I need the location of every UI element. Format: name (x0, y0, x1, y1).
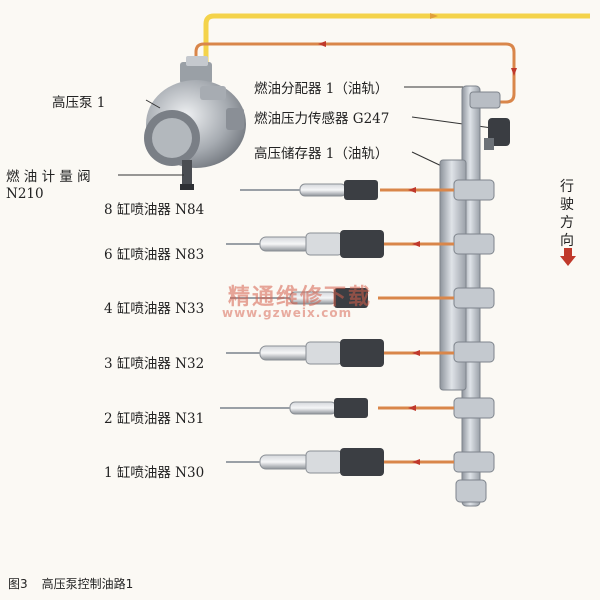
injector-3 (226, 339, 454, 367)
label-fuel-pressure-sensor: 燃油压力传感器 G247 (254, 111, 390, 127)
leader-line-pump (145, 99, 161, 109)
flow-arrow-icon (511, 68, 517, 76)
direction-char-4: 向 (560, 233, 574, 249)
label-accumulator: 高压储存器 1（油轨） (254, 146, 389, 162)
label-fuel-metering-valve: 燃 油 计 量 阀 (6, 169, 91, 185)
injector-4 (230, 288, 454, 308)
figure-title: 高压泵控制油路1 (41, 577, 134, 591)
label-injector-6: 6 缸喷油器 N83 (104, 247, 205, 263)
fuel-rail (439, 85, 501, 507)
injector-8 (240, 180, 454, 200)
driving-direction-arrow-icon (560, 248, 576, 266)
label-fuel-metering-valve-code: N210 (6, 186, 44, 202)
watermark-title: 精通维修下载 (228, 285, 373, 310)
label-driving-direction: 行 驶 方 向 (560, 178, 574, 250)
label-injector-1: 1 缸喷油器 N30 (104, 465, 205, 481)
low-pressure-line (203, 13, 590, 74)
direction-char-2: 驶 (560, 197, 574, 213)
injector-2 (220, 398, 454, 418)
high-pressure-line (194, 42, 516, 104)
figure-number: 图3 (8, 577, 28, 591)
label-injector-2: 2 缸喷油器 N31 (104, 411, 205, 427)
flow-arrow-icon (430, 13, 438, 19)
label-injector-8: 8 缸喷油器 N84 (104, 202, 205, 218)
direction-char-1: 行 (560, 179, 574, 195)
injector-1 (226, 448, 454, 476)
high-pressure-pump (144, 56, 246, 190)
label-high-pressure-pump: 高压泵 1 (52, 95, 106, 111)
pressure-sensor (484, 118, 510, 150)
label-fuel-distributor: 燃油分配器 1（油轨） (254, 81, 389, 97)
direction-char-3: 方 (560, 215, 574, 231)
watermark-url: www.gzweix.com (222, 306, 353, 320)
figure-caption: 图3 高压泵控制油路1 (8, 575, 147, 592)
label-injector-4: 4 缸喷油器 N33 (104, 301, 205, 317)
injector-6 (226, 230, 454, 258)
flow-arrow-icon (318, 41, 326, 47)
label-injector-3: 3 缸喷油器 N32 (104, 356, 205, 372)
